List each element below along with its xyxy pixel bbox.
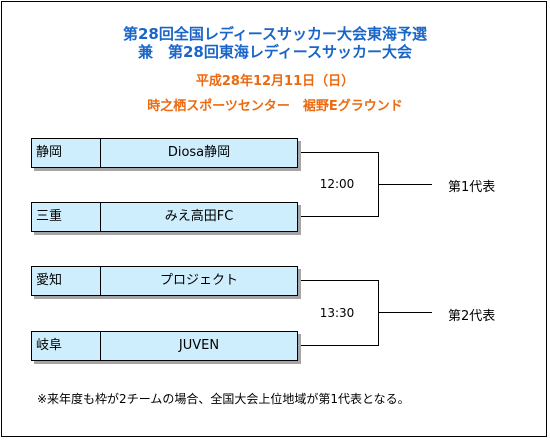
tournament-subtitle: 兼 第28回東海レディースサッカー大会 [137,43,413,61]
match2-time: 13:30 [319,306,355,320]
team-prefecture: 愛知 [32,267,101,295]
event-date: 平成28年12月11日（日） [195,74,355,89]
team-name: プロジェクト [159,273,238,288]
match1-result: 第1代表 [448,180,496,195]
tournament-title: 第28回全国レディースサッカー大会東海予選 [122,25,428,43]
match1-time: 12:00 [319,177,355,191]
match2-result: 第2代表 [448,309,496,324]
team-prefecture: 三重 [32,203,101,231]
team-box-shizuoka: 静岡 Diosa静岡 [31,138,298,168]
team-name: JUVEN [178,338,220,353]
team-prefecture: 岐阜 [32,332,101,360]
team-prefecture: 静岡 [32,139,101,167]
team-box-mie: 三重 みえ高田FC [31,202,298,232]
event-venue: 時之栖スポーツセンター 裾野Eグラウンド [147,99,403,114]
footnote: ※来年度も枠が2チームの場合、全国大会上位地域が第1代表となる。 [37,392,410,406]
team-box-gifu: 岐阜 JUVEN [31,331,298,361]
team-name: みえ高田FC [164,209,234,224]
team-name: Diosa静岡 [167,145,231,160]
team-box-aichi: 愛知 プロジェクト [31,266,298,296]
